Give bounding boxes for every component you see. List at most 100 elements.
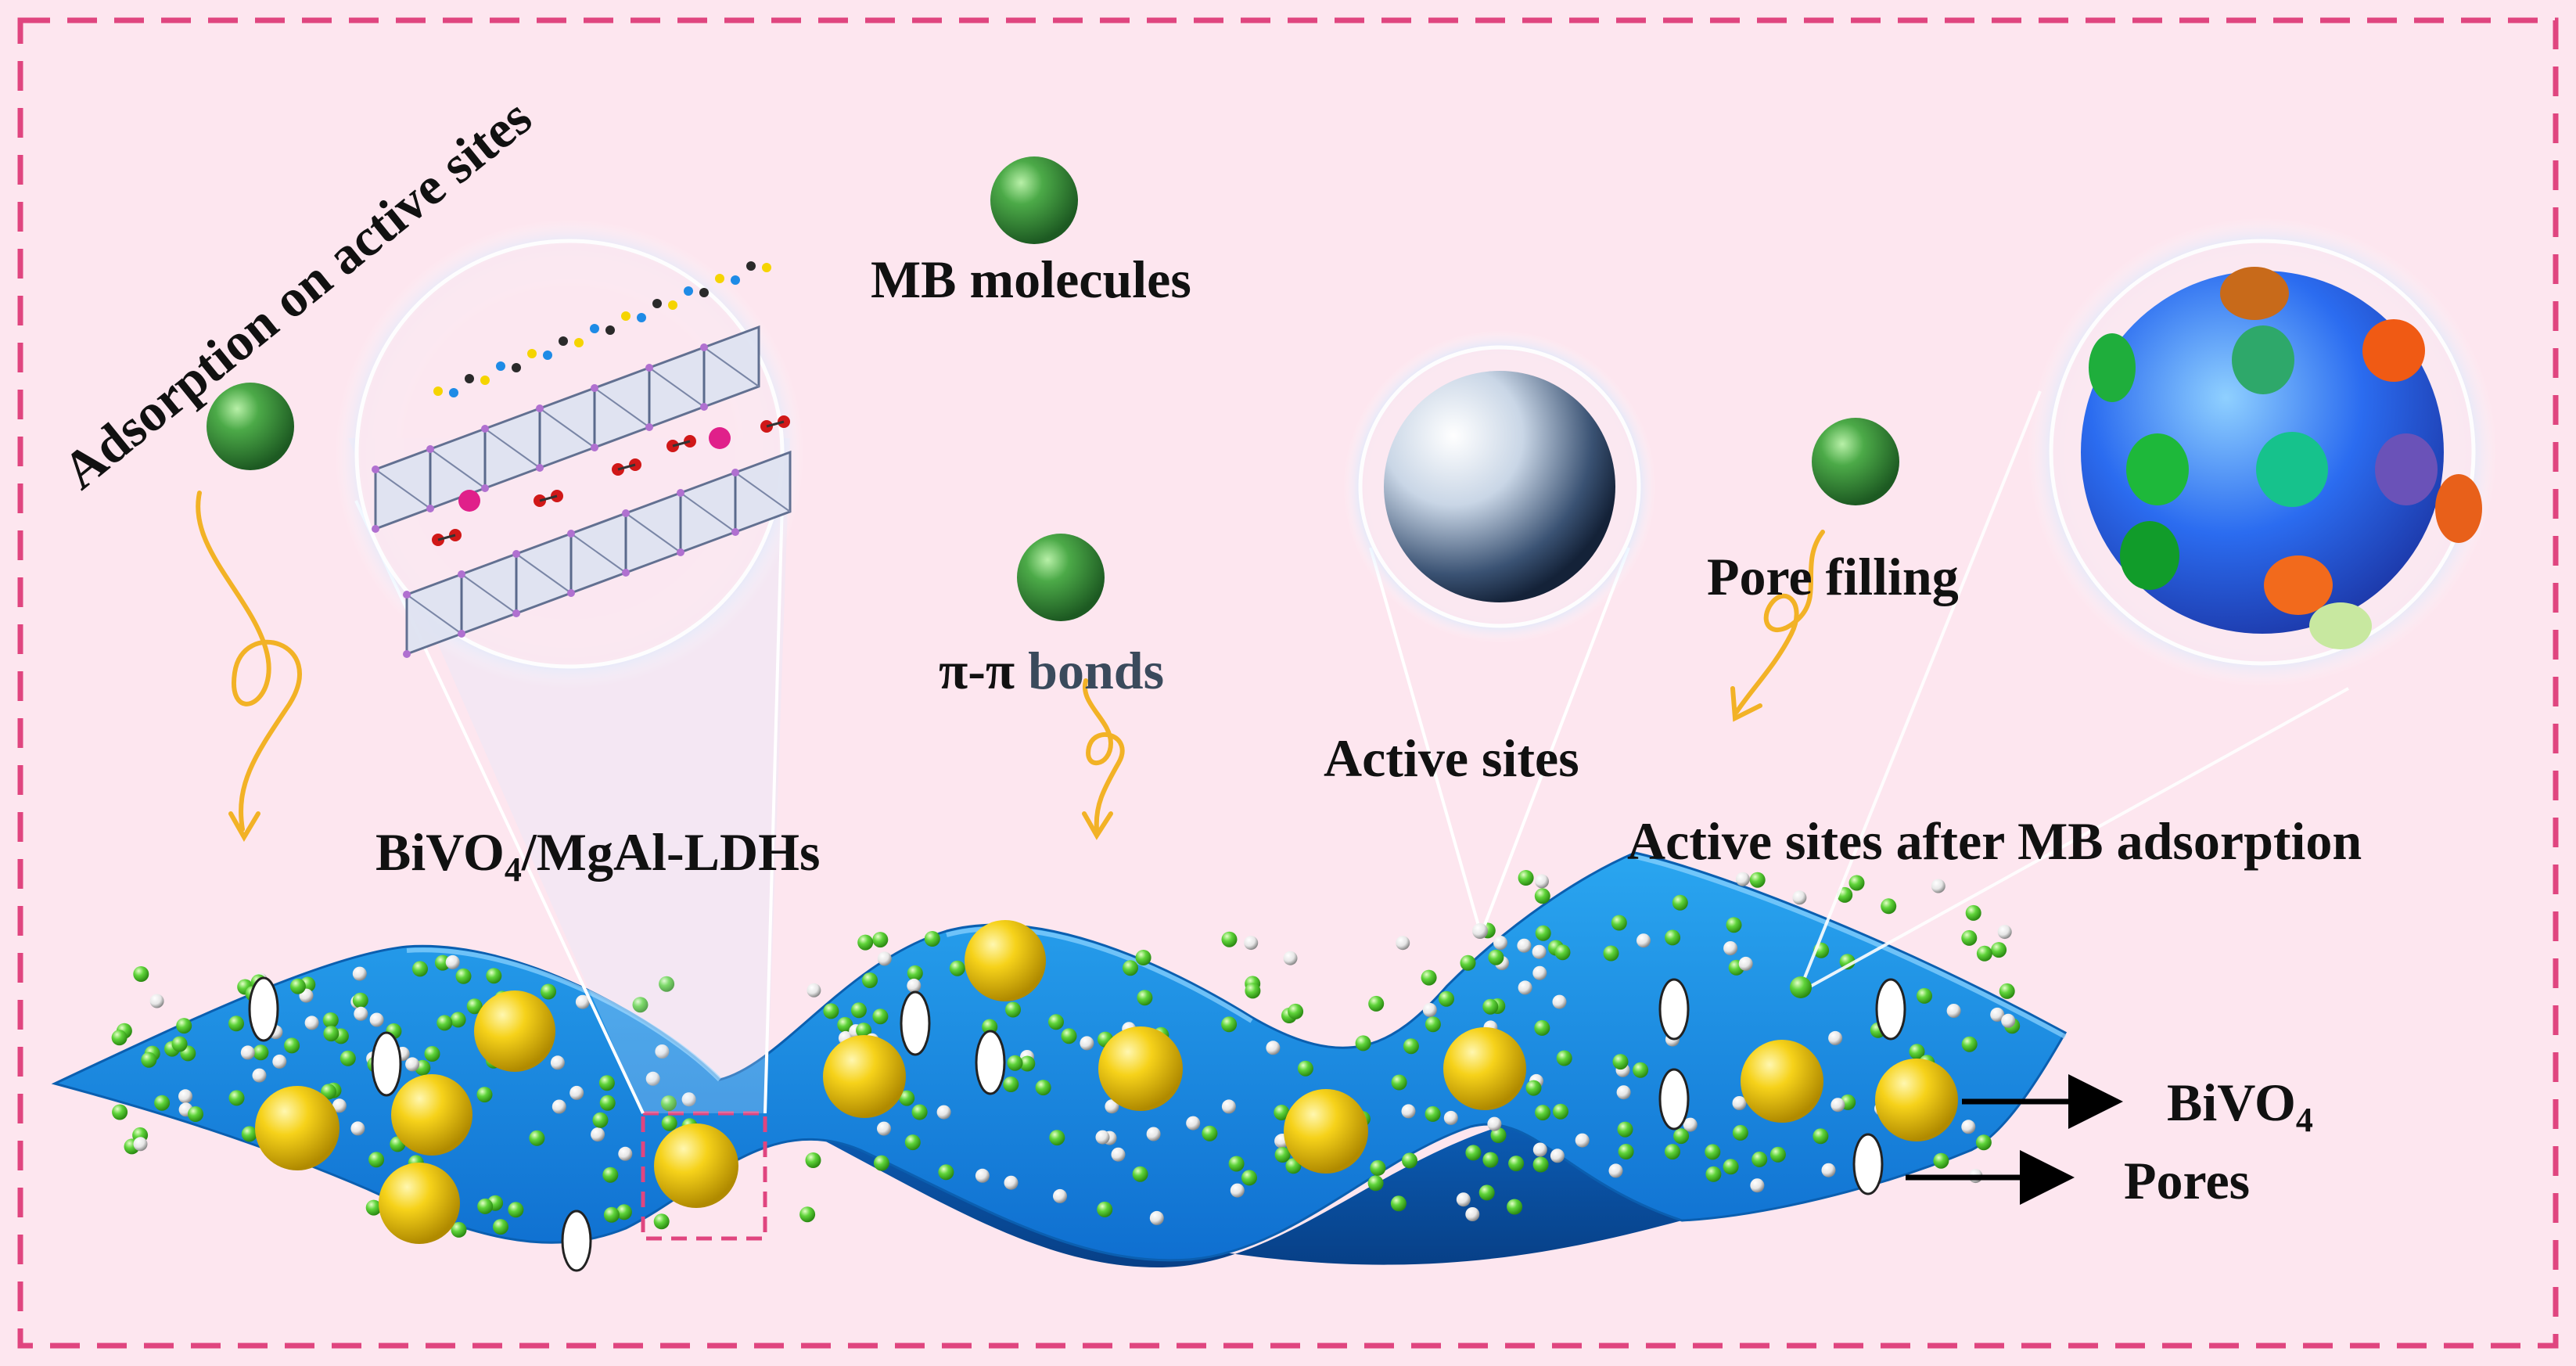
active-site-dot [1149, 1210, 1164, 1225]
mb-dot [1991, 942, 2007, 958]
active-site-dot [975, 1168, 990, 1183]
mb-dot [141, 1051, 157, 1068]
bivo4-sphere [1875, 1059, 1958, 1141]
active-site-dot [655, 1044, 670, 1059]
active-site-marker [1472, 923, 1488, 939]
mb-dot [1751, 1151, 1768, 1167]
active-site-dot [1738, 956, 1753, 971]
active-site-dot [332, 1098, 347, 1113]
octahedron-edge [484, 428, 541, 469]
active-site-dot [877, 951, 892, 966]
octahedron-edge [625, 512, 681, 553]
surface-dot [605, 325, 615, 335]
pores [248, 976, 1906, 1272]
mb-dot [1507, 1199, 1523, 1215]
mb-dot [1137, 990, 1153, 1006]
mb-dot [1553, 1103, 1568, 1120]
mb-dot [1612, 1054, 1629, 1070]
pore [900, 990, 931, 1056]
mb-dot [154, 1095, 171, 1111]
active-site-dot [1493, 936, 1507, 950]
mb-dot [1478, 1184, 1495, 1201]
surface-dot [621, 311, 631, 321]
mb-molecule [207, 383, 294, 470]
active-site-dot [369, 1012, 384, 1027]
mb-dot [451, 1221, 467, 1238]
octahedron-edge [516, 553, 572, 594]
mb-dot [368, 1152, 385, 1168]
octahedron-edge [703, 347, 760, 387]
label-bivo4-sub: 4 [2296, 1101, 2313, 1139]
mb-dot [1881, 898, 1897, 915]
lattice-atom [567, 589, 575, 597]
filled-pore [2309, 602, 2372, 649]
mb-dot [949, 960, 965, 976]
mb-dot [529, 1130, 545, 1146]
mb-dot [1370, 1159, 1386, 1176]
mb-dot [289, 978, 306, 994]
octahedron-edge [539, 408, 595, 448]
label-composite: BiVO4/MgAl-LDHs [375, 822, 820, 889]
active-site-dot [575, 994, 590, 1009]
mb-dot [1355, 1035, 1371, 1051]
mb-dot [1769, 1146, 1786, 1163]
lattice-atom [536, 404, 544, 412]
surface-dot [496, 361, 505, 371]
mb-dot [653, 1213, 670, 1230]
surface-dot [590, 324, 599, 333]
active-site-sphere [1384, 371, 1615, 602]
mb-dot [1749, 872, 1766, 888]
surface-dot [480, 376, 490, 385]
surface-dot [465, 374, 474, 383]
orange-arrow-left [196, 491, 302, 842]
active-site-dot [1186, 1116, 1201, 1131]
mb-dot [1961, 929, 1978, 946]
mb-dot [1123, 960, 1138, 976]
mb-dot [1390, 1195, 1407, 1212]
active-site-dot [1532, 965, 1547, 980]
label-pores: Pores [2124, 1151, 2250, 1210]
mb-adsorbed [1790, 976, 1812, 998]
active-site-dot [1465, 1207, 1480, 1221]
mb-dot [486, 968, 502, 984]
active-site-dot [240, 1045, 255, 1060]
label-bivo4: BiVO4 [2167, 1073, 2313, 1139]
active-site-dot [1636, 933, 1651, 948]
lattice-atom [677, 489, 684, 497]
label-pi-bonds-prefix: π-π [939, 641, 1015, 700]
lattice-atom [426, 505, 434, 512]
octahedron-edge [375, 469, 431, 509]
mb-dot [352, 992, 368, 1008]
mb-dot [1813, 1128, 1829, 1145]
mb-dot [1202, 1125, 1218, 1141]
filled-pore [2220, 267, 2289, 320]
mb-dot [493, 1219, 508, 1235]
mb-dot [1135, 950, 1151, 965]
mb-dot [1976, 945, 1992, 962]
mb-dot [1061, 1028, 1077, 1044]
active-site-dot [350, 1121, 365, 1136]
mb-dot [850, 1002, 867, 1019]
mb-dot [253, 1044, 269, 1061]
active-site-dot [1532, 1142, 1547, 1157]
pore [1658, 1068, 1690, 1131]
octahedron-edge [429, 448, 486, 489]
lattice-atom [481, 425, 489, 433]
lattice-atom [591, 384, 598, 392]
label-bivo4-prefix: BiVO [2167, 1073, 2296, 1132]
surface-dot [731, 275, 740, 285]
filled-pore [2126, 433, 2189, 505]
mb-dot [1482, 1152, 1499, 1168]
mb-dot [616, 1204, 632, 1220]
interlayer-cation [458, 490, 480, 512]
bivo4-sphere [1284, 1089, 1368, 1174]
mb-dot [1488, 949, 1504, 965]
pore [1852, 1133, 1884, 1195]
filled-sphere-zoom [1799, 217, 2497, 989]
mb-dot [112, 1104, 128, 1120]
mb-dot [228, 1090, 245, 1106]
active-site-dot [907, 978, 922, 993]
mb-dot [1732, 1124, 1748, 1141]
label-active-after-mb: Active sites after MB adsorption [1627, 811, 2362, 871]
mb-dot [1556, 1050, 1572, 1066]
